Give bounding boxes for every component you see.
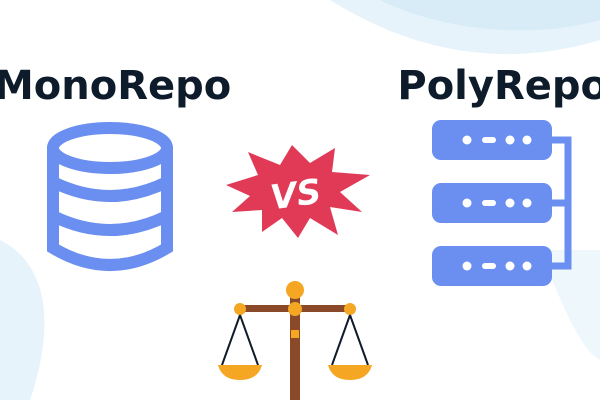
vs-text: VS: [268, 172, 324, 219]
balance-scale-icon: [218, 281, 372, 400]
monorepo-title: MonoRepo: [0, 63, 232, 109]
server-rack-icon: [432, 120, 572, 286]
database-icon: [47, 122, 173, 271]
vs-badge: VS: [226, 145, 370, 238]
starburst-icon: [226, 145, 370, 238]
polyrepo-title: PolyRepo: [397, 63, 600, 109]
